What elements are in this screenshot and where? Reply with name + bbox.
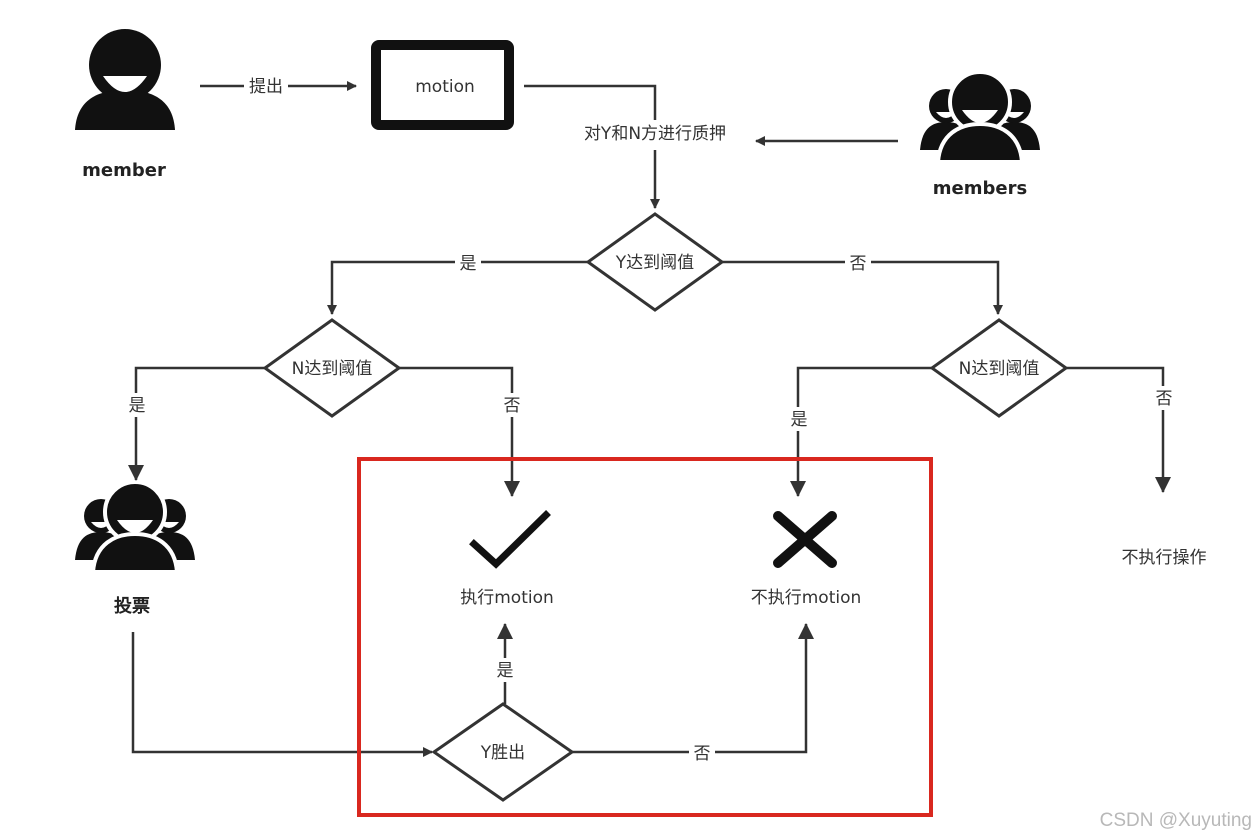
y-threshold-label: Y达到阈值 [615, 253, 694, 273]
edge-label-no-1: 否 [850, 254, 867, 274]
y-threshold-diamond [585, 212, 725, 312]
motion-box [371, 40, 514, 130]
edge-yes-1 [327, 260, 588, 315]
not-execute-label: 不执行motion [751, 588, 862, 608]
group-icon [73, 480, 197, 574]
edge-label-yes-1: 是 [460, 254, 477, 274]
edge-no-4 [572, 623, 814, 754]
watermark: CSDN @Xuyuting [1100, 810, 1252, 831]
person-icon [75, 29, 175, 130]
edge-no-3 [1066, 366, 1171, 493]
edge-no-2 [399, 366, 520, 497]
edge-label-no-2: 否 [504, 396, 521, 416]
edge-label-yes-3: 是 [791, 410, 808, 430]
motion-box-label: motion [415, 77, 475, 97]
edge-no-1 [722, 260, 1003, 315]
edge-label-no-4: 否 [694, 744, 711, 764]
edge-yes-3 [790, 366, 932, 497]
member-label: member [82, 160, 166, 181]
pledge-label: 对Y和N方进行质押 [584, 124, 726, 144]
edge-label-propose: 提出 [249, 77, 283, 97]
n-threshold-left-diamond [262, 318, 402, 418]
execute-label: 执行motion [460, 588, 554, 608]
cross-icon [773, 511, 837, 568]
y-wins-label: Y胜出 [480, 743, 525, 763]
vote-label: 投票 [114, 595, 150, 617]
edge-label-yes-2: 是 [129, 396, 146, 416]
highlight-box [357, 457, 933, 817]
group-icon [918, 70, 1042, 164]
no-operation-label: 不执行操作 [1122, 548, 1207, 568]
check-icon [469, 510, 551, 569]
members-label: members [933, 178, 1027, 199]
edge-yes-2 [128, 366, 265, 481]
n-threshold-right-diamond [929, 318, 1069, 418]
n-threshold-right-label: N达到阈值 [959, 359, 1040, 379]
y-wins-diamond [431, 702, 575, 802]
edge-vote-to-y-wins [131, 632, 433, 757]
edge-label-no-3: 否 [1156, 389, 1173, 409]
edge-label-yes-4: 是 [497, 661, 514, 681]
n-threshold-left-label: N达到阈值 [292, 359, 373, 379]
